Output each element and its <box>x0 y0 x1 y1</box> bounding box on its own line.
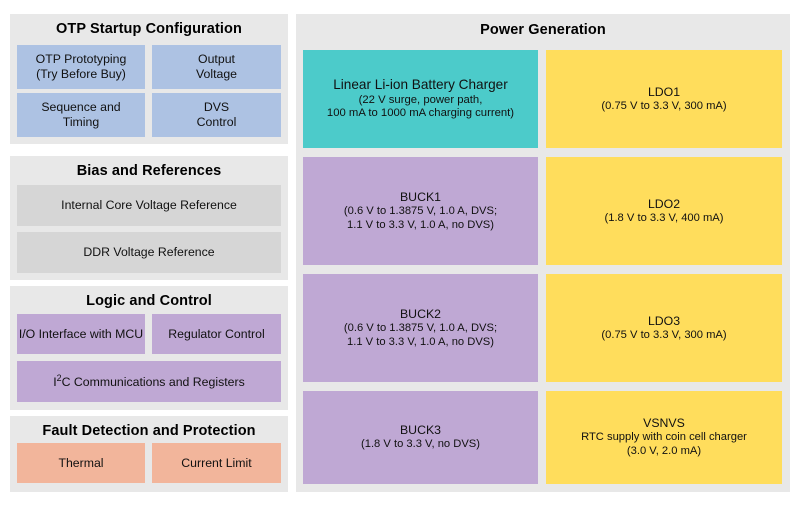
block-vsnvs-name: VSNVS <box>643 416 685 431</box>
block-current-limit[interactable]: Current Limit <box>152 443 281 483</box>
block-ldo3-detail-line1: (0.75 V to 3.3 V, 300 mA) <box>601 328 727 341</box>
block-thermal[interactable]: Thermal <box>17 443 145 483</box>
panel-title-otp: OTP Startup Configuration <box>56 21 242 37</box>
i2c-superscript: 2 <box>56 372 62 383</box>
block-buck1-detail-line1: (0.6 V to 1.3875 V, 1.0 A, DVS; <box>343 204 498 217</box>
block-sequence-and-timing-line2: Timing <box>62 115 100 129</box>
block-buck1[interactable]: BUCK1 (0.6 V to 1.3875 V, 1.0 A, DVS; 1.… <box>303 157 538 265</box>
block-dvs-control-line2: Control <box>196 115 237 129</box>
block-thermal-label: Thermal <box>58 455 104 470</box>
block-ldo3-name: LDO3 <box>647 313 681 328</box>
block-buck2-detail-line1: (0.6 V to 1.3875 V, 1.0 A, DVS; <box>343 321 498 334</box>
block-ddr-voltage-reference-label: DDR Voltage Reference <box>83 245 215 259</box>
block-ddr-voltage-reference[interactable]: DDR Voltage Reference <box>17 232 281 273</box>
block-io-interface-with-mcu-label: I/O Interface with MCU <box>18 326 144 341</box>
block-output-voltage[interactable]: Output Voltage <box>152 45 281 89</box>
block-ldo1-name: LDO1 <box>647 84 681 99</box>
block-vsnvs[interactable]: VSNVS RTC supply with coin cell charger … <box>546 391 782 484</box>
block-buck2-detail-line2: 1.1 V to 3.3 V, 1.0 A, no DVS) <box>347 335 494 348</box>
block-i2c-communications-and-registers[interactable]: I2C Communications and Registers <box>17 361 281 402</box>
block-io-interface-with-mcu[interactable]: I/O Interface with MCU <box>17 314 145 354</box>
panel-title-power-generation: Power Generation <box>480 22 606 38</box>
block-internal-core-voltage-reference[interactable]: Internal Core Voltage Reference <box>17 185 281 226</box>
block-buck3-detail-line1: (1.8 V to 3.3 V, no DVS) <box>361 438 480 451</box>
panel-title-fault: Fault Detection and Protection <box>42 423 256 439</box>
block-buck2-name: BUCK2 <box>399 306 441 321</box>
block-vsnvs-detail-line2: (3.0 V, 2.0 mA) <box>626 445 702 457</box>
block-dvs-control-line1: DVS <box>203 100 230 114</box>
block-buck2[interactable]: BUCK2 (0.6 V to 1.3875 V, 1.0 A, DVS; 1.… <box>303 274 538 382</box>
block-i2c-communications-and-registers-label: I2C Communications and Registers <box>53 373 245 390</box>
block-ldo1[interactable]: LDO1 (0.75 V to 3.3 V, 300 mA) <box>546 50 782 148</box>
block-charger-detail-line2: 100 mA to 1000 mA charging current) <box>326 107 515 120</box>
i2c-prefix: I <box>53 375 57 390</box>
block-dvs-control[interactable]: DVS Control <box>152 93 281 137</box>
block-buck1-detail-line2: 1.1 V to 3.3 V, 1.0 A, no DVS) <box>347 218 494 231</box>
block-regulator-control[interactable]: Regulator Control <box>152 314 281 354</box>
block-otp-prototyping-line2: (Try Before Buy) <box>36 67 126 81</box>
block-regulator-control-label: Regulator Control <box>168 326 265 341</box>
block-ldo1-detail-line1: (0.75 V to 3.3 V, 300 mA) <box>601 99 727 112</box>
i2c-suffix: C Communications and Registers <box>61 375 245 390</box>
block-charger-name: Linear Li-ion Battery Charger <box>333 76 508 92</box>
block-current-limit-label: Current Limit <box>181 455 252 470</box>
block-buck3[interactable]: BUCK3 (1.8 V to 3.3 V, no DVS) <box>303 391 538 484</box>
panel-title-logic: Logic and Control <box>86 293 212 309</box>
panel-title-bias: Bias and References <box>76 163 222 179</box>
block-output-voltage-line1: Output <box>198 52 235 66</box>
block-otp-prototyping-line1: OTP Prototyping <box>35 52 127 66</box>
block-vsnvs-detail-line1: RTC supply with coin cell charger <box>581 431 747 444</box>
block-buck1-name: BUCK1 <box>399 189 441 204</box>
block-linear-li-ion-battery-charger[interactable]: Linear Li-ion Battery Charger (22 V surg… <box>303 50 538 148</box>
block-sequence-and-timing[interactable]: Sequence and Timing <box>17 93 145 137</box>
block-internal-core-voltage-reference-label: Internal Core Voltage Reference <box>61 198 237 212</box>
block-ldo3[interactable]: LDO3 (0.75 V to 3.3 V, 300 mA) <box>546 274 782 382</box>
block-ldo2-name: LDO2 <box>647 196 681 211</box>
block-otp-prototyping[interactable]: OTP Prototyping (Try Before Buy) <box>17 45 145 89</box>
block-buck3-name: BUCK3 <box>399 423 441 438</box>
block-sequence-and-timing-line1: Sequence and <box>41 100 121 114</box>
block-output-voltage-line2: Voltage <box>195 67 238 81</box>
block-ldo2-detail-line1: (1.8 V to 3.3 V, 400 mA) <box>604 211 724 224</box>
block-charger-detail-line1: (22 V surge, power path, <box>358 93 483 106</box>
block-ldo2[interactable]: LDO2 (1.8 V to 3.3 V, 400 mA) <box>546 157 782 265</box>
